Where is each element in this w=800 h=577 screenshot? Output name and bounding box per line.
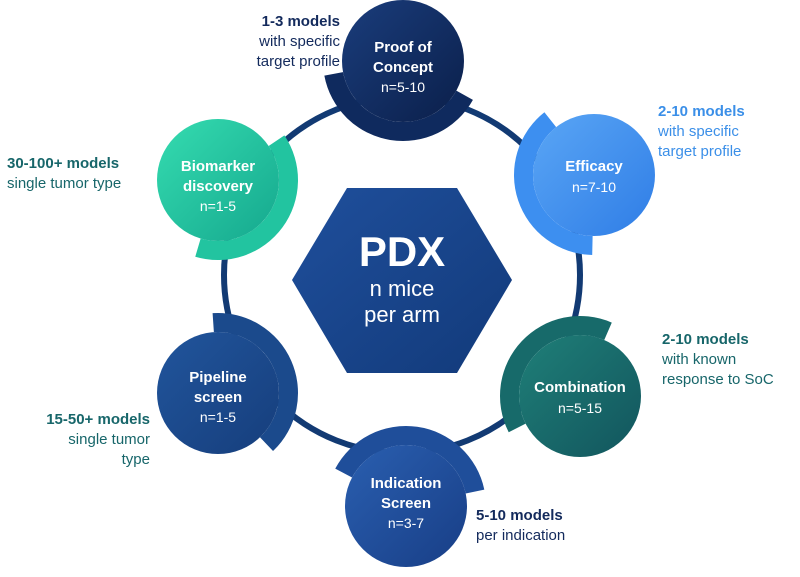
proof-of-concept-annotation: 1-3 models with specific target profile	[257, 12, 340, 72]
center-title: PDX	[359, 228, 445, 275]
annotation-models: 15-50+ models	[46, 411, 150, 428]
node-title-line: Concept	[373, 59, 433, 76]
combination-node	[519, 335, 641, 457]
annotation-line: response to SoC	[662, 371, 774, 388]
annotation-models: 1-3 models	[261, 13, 340, 30]
annotation-models: 30-100+ models	[7, 155, 120, 172]
node-title-line: Indication	[371, 475, 442, 492]
annotation-line: per indication	[476, 527, 566, 544]
pipeline-screen-label: Pipeline screen n=1-5	[189, 369, 247, 425]
biomarker-discovery-annotation: 30-100+ models single tumor type	[7, 154, 121, 194]
node-title-line: Proof of	[374, 39, 432, 56]
annotation-line: target profile	[256, 53, 340, 70]
node-title-line: Efficacy	[565, 158, 623, 175]
annotation-line: single tumor	[68, 431, 150, 448]
indication-screen-annotation: 5-10 models per indication	[476, 506, 565, 546]
node-title-line: Biomarker	[181, 158, 255, 175]
node-n-value: n=3-7	[388, 515, 424, 531]
node-title-line: Screen	[381, 495, 431, 512]
node-n-value: n=1-5	[200, 409, 236, 425]
annotation-line: target profile	[658, 143, 742, 160]
center-line2: per arm	[364, 302, 440, 327]
efficacy-annotation: 2-10 models with specific target profile	[658, 102, 745, 162]
indication-screen-crescent	[335, 426, 485, 494]
node-title-line: Combination	[534, 379, 626, 396]
efficacy-node	[533, 114, 655, 236]
annotation-line: with known	[662, 351, 737, 368]
annotation-line: single tumor type	[7, 175, 122, 192]
efficacy-crescent	[514, 112, 593, 255]
biomarker-discovery-label: Biomarker discovery n=1-5	[181, 158, 255, 214]
efficacy-label: Efficacy n=7-10	[565, 158, 623, 195]
pipeline-screen-crescent	[212, 312, 298, 452]
annotation-line: type	[121, 451, 150, 468]
biomarker-discovery-crescent	[195, 135, 298, 261]
annotation-models: 2-10 models	[658, 103, 745, 120]
annotation-line: with specific	[658, 123, 739, 140]
pipeline-screen-node	[157, 332, 279, 454]
node-title-line: discovery	[183, 178, 254, 195]
proof-of-concept-crescent	[324, 72, 473, 142]
node-n-value: n=7-10	[572, 179, 616, 195]
proof-of-concept-label: Proof of Concept n=5-10	[373, 39, 433, 95]
node-title-line: Pipeline	[189, 369, 247, 386]
combination-crescent	[500, 316, 612, 433]
annotation-models: 2-10 models	[662, 331, 749, 348]
node-n-value: n=1-5	[200, 198, 236, 214]
node-n-value: n=5-15	[558, 400, 602, 416]
annotation-models: 5-10 models	[476, 507, 563, 524]
indication-screen-label: Indication Screen n=3-7	[371, 475, 442, 531]
combination-annotation: 2-10 models with known response to SoC	[662, 330, 774, 390]
node-n-value: n=5-10	[381, 79, 425, 95]
center-line1: n mice	[370, 276, 435, 301]
pipeline-screen-annotation: 15-50+ models single tumor type	[46, 410, 150, 470]
biomarker-discovery-node	[157, 119, 279, 241]
proof-of-concept-node	[342, 0, 464, 122]
node-title-line: screen	[194, 389, 242, 406]
combination-label: Combination n=5-15	[534, 379, 626, 416]
indication-screen-node	[345, 445, 467, 567]
pdx-center-hexagon	[292, 188, 512, 373]
annotation-line: with specific	[259, 33, 340, 50]
